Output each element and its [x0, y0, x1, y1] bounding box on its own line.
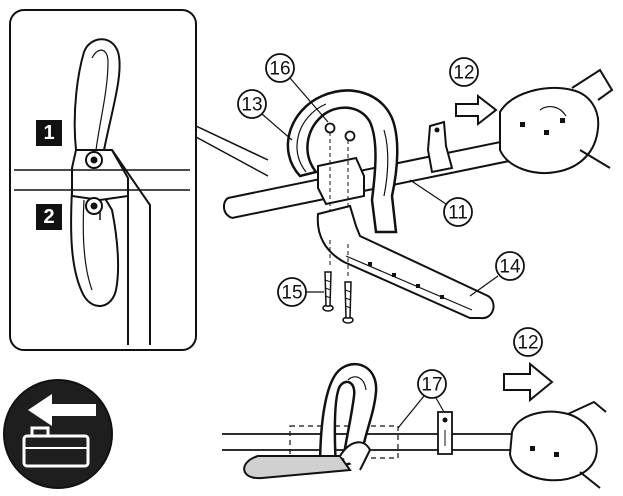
battery-remove-badge [3, 379, 113, 489]
svg-text:13: 13 [241, 95, 262, 116]
callout-16: 16 [265, 53, 329, 123]
bottom-assembly: 17 12 [222, 327, 607, 489]
handle-hole-right [344, 130, 356, 142]
step-badge-1 [36, 120, 62, 146]
svg-text:17: 17 [421, 375, 442, 396]
arrow-right-icon [455, 93, 498, 127]
svg-text:15: 15 [281, 283, 302, 304]
arrow-right-icon [503, 361, 554, 403]
svg-text:11: 11 [448, 203, 468, 224]
svg-text:14: 14 [499, 257, 521, 278]
inset-leader-bottom [195, 136, 269, 177]
callout-15: 15 [277, 277, 324, 307]
callout-11: 11 [409, 179, 473, 227]
callout-12-bottom: 12 [513, 327, 543, 357]
svg-text:12: 12 [517, 333, 538, 354]
loop-handle [286, 89, 399, 234]
bottom-motor-housing [508, 410, 598, 482]
upper-clamp [317, 156, 365, 206]
callout-17: 17 [397, 369, 447, 429]
bottom-barrier [243, 455, 352, 480]
detail-inset: 1 2 [9, 9, 269, 351]
svg-text:16: 16 [269, 59, 290, 80]
inset-leader-top [195, 125, 269, 161]
screw-left [322, 271, 334, 312]
motor-housing [499, 87, 600, 174]
top-assembly: 16 13 12 11 14 15 [222, 53, 614, 324]
callout-14: 14 [469, 251, 525, 297]
handle-hole-left [324, 122, 336, 134]
battery-remove-icon [22, 426, 90, 468]
arrow-left-icon [28, 394, 96, 426]
svg-text:12: 12 [453, 63, 474, 84]
step-label-2: 2 [43, 206, 54, 228]
step-badge-2 [36, 204, 62, 230]
barrier-bar [316, 204, 495, 320]
step-label-1: 1 [43, 122, 54, 144]
screw-right [342, 281, 354, 324]
callout-12-top: 12 [449, 57, 479, 87]
shaft-bracket [426, 120, 454, 174]
callout-13: 13 [237, 89, 293, 141]
